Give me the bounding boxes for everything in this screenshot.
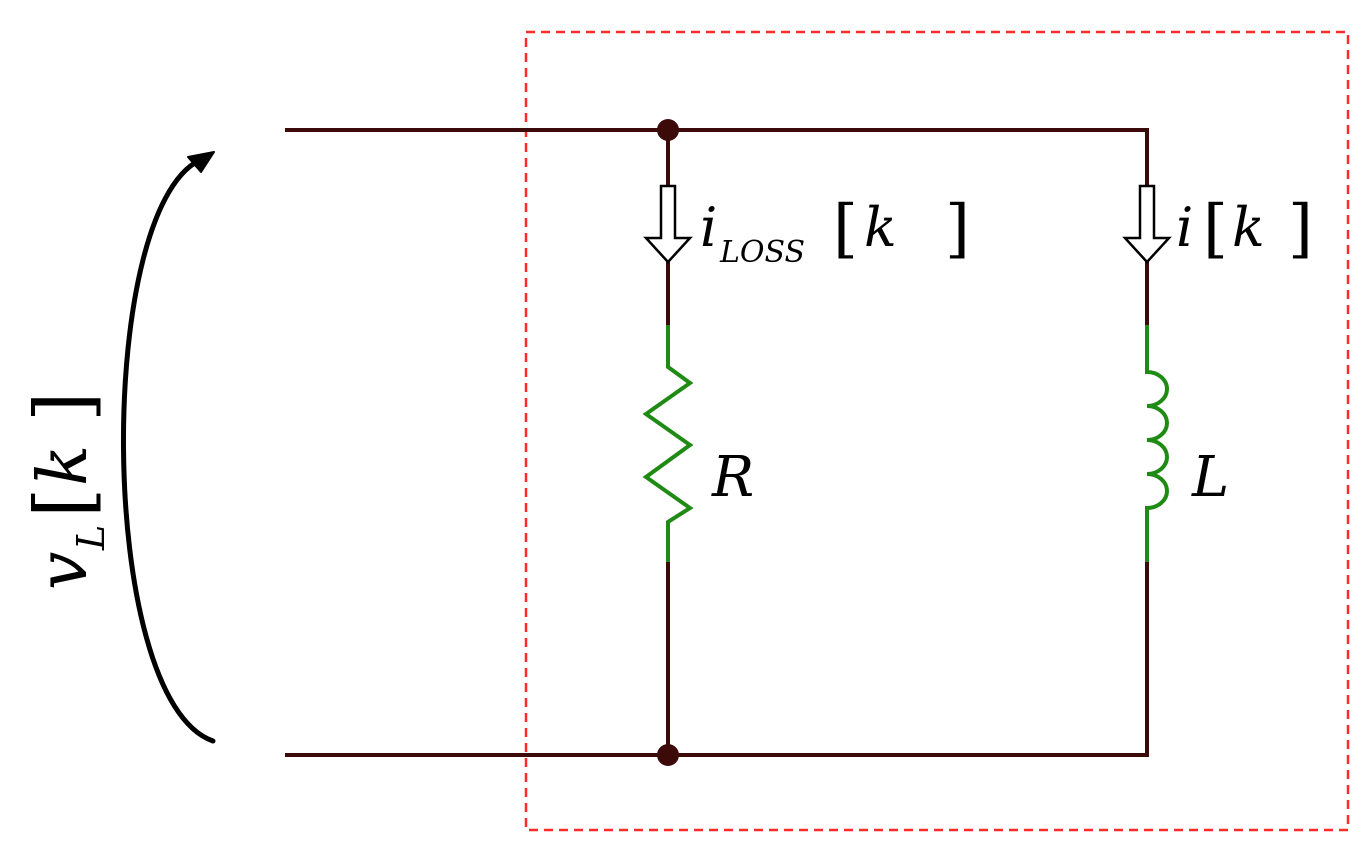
loss-current-label: i LOSS [ k ] (700, 192, 970, 270)
loss-current-open-bracket: [ (833, 192, 858, 266)
curved-arrow-head (187, 151, 215, 173)
wires (285, 128, 1149, 757)
loss-current-close-bracket: ] (945, 192, 970, 266)
voltage-symbol: v (24, 552, 103, 590)
voltage-open-bracket: [ (19, 488, 109, 518)
inductor-label: L (1191, 445, 1229, 510)
voltage-index: k (24, 445, 103, 486)
resistor-label: R (711, 445, 754, 510)
voltage-close-bracket: ] (19, 392, 109, 422)
inductor-current-index: k (1232, 196, 1265, 259)
bottom-junction-dot (657, 744, 679, 766)
bottom-rail-wire (285, 560, 1149, 757)
inductor-current-label: i [ k ] (1176, 192, 1313, 266)
inductor-current-open-bracket: [ (1203, 192, 1228, 266)
inductor-symbol (1145, 325, 1169, 562)
loss-current-subscript: LOSS (719, 235, 805, 270)
model-boundary-box (524, 30, 1350, 832)
top-rail-wire (285, 128, 1149, 188)
voltage-subscript: L (69, 525, 113, 551)
resistor-symbol (642, 325, 694, 562)
inductor-current-symbol: i (1176, 196, 1193, 259)
inductor-current-close-bracket: ] (1288, 192, 1313, 266)
loss-current-index: k (864, 196, 897, 259)
curved-arrow-icon (121, 155, 216, 744)
voltage-label: v L [ k ] (19, 392, 113, 590)
top-junction-dot (657, 119, 679, 141)
loss-current-symbol: i (700, 196, 717, 259)
hollow-down-arrow-icon (1122, 184, 1172, 264)
hollow-down-arrow-icon (643, 184, 693, 264)
